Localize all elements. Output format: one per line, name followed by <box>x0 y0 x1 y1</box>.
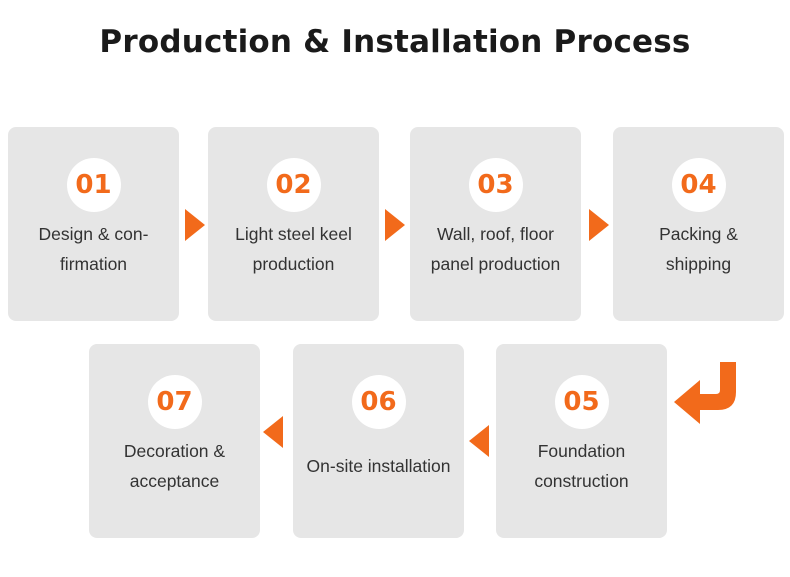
step-label-line: production <box>252 254 335 274</box>
triangle-arrow-icon <box>589 209 609 241</box>
step-label-line: firmation <box>59 254 128 274</box>
step-card-01: 01 Design & con- firmation <box>8 127 179 321</box>
step-label-line: Light steel keel <box>235 224 352 244</box>
step-label: On-site installation <box>293 451 464 481</box>
step-number-badge: 07 <box>147 375 202 429</box>
step-number-badge: 02 <box>266 158 321 212</box>
step-number-badge: 04 <box>671 158 726 212</box>
step-label-line: On-site installation <box>306 456 451 476</box>
step-label: Packing & shipping <box>613 219 784 279</box>
step-label-line: Foundation <box>537 441 626 461</box>
step-label-line: Wall, roof, floor <box>436 224 555 244</box>
step-card-02: 02 Light steel keel production <box>208 127 379 321</box>
step-card-05: 05 Foundation construction <box>496 344 667 538</box>
step-label: Light steel keel production <box>208 219 379 279</box>
step-number-badge: 03 <box>468 158 523 212</box>
step-card-03: 03 Wall, roof, floor panel production <box>410 127 581 321</box>
step-label: Decoration & acceptance <box>89 436 260 496</box>
step-label-line: acceptance <box>129 471 220 491</box>
step-number-badge: 05 <box>554 375 609 429</box>
u-turn-arrow-icon <box>674 362 736 424</box>
triangle-arrow-icon <box>185 209 205 241</box>
step-label: Foundation construction <box>496 436 667 496</box>
step-card-06: 06 On-site installation <box>293 344 464 538</box>
step-label-line: construction <box>534 471 629 491</box>
step-label-line: Decoration & <box>123 441 226 461</box>
step-card-07: 07 Decoration & acceptance <box>89 344 260 538</box>
triangle-arrow-icon <box>469 425 489 457</box>
step-label-line: shipping <box>665 254 732 274</box>
triangle-arrow-icon <box>385 209 405 241</box>
step-label-line: panel production <box>430 254 561 274</box>
step-card-04: 04 Packing & shipping <box>613 127 784 321</box>
step-number-badge: 01 <box>66 158 121 212</box>
step-label: Design & con- firmation <box>8 219 179 279</box>
step-number-badge: 06 <box>351 375 406 429</box>
step-label-line: Packing & <box>659 224 738 244</box>
page-title: Production & Installation Process <box>99 24 691 60</box>
triangle-arrow-icon <box>263 416 283 448</box>
step-label: Wall, roof, floor panel production <box>410 219 581 279</box>
step-label-line: Design & con- <box>38 224 149 244</box>
